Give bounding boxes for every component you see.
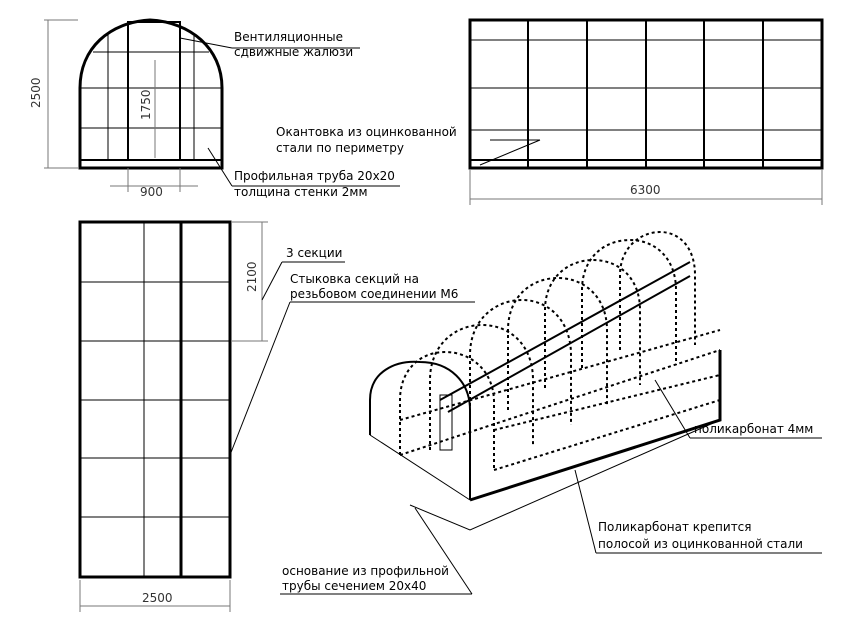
- fastening-label-line2: полосой из оцинкованной стали: [598, 537, 803, 551]
- edging-label-line2: стали по периметру: [276, 141, 404, 155]
- profile-pipe-label-line2: толщина стенки 2мм: [234, 185, 368, 199]
- polycarbonate-label: поликарбонат 4мм: [694, 422, 813, 436]
- side-length-dim: 6300: [630, 183, 661, 197]
- door-width-dim: 900: [140, 185, 163, 199]
- base-label-line2: трубы сечением 20х40: [282, 579, 426, 593]
- joining-label-line1: Стыковка секций на: [290, 272, 419, 286]
- base-label-line1: основание из профильной: [282, 564, 449, 578]
- vents-label-line2: сдвижные жалюзи: [234, 45, 353, 59]
- leader-lines: [179, 37, 822, 595]
- top-view: [78, 220, 268, 612]
- front-height-dim: 2500: [29, 77, 43, 108]
- fastening-label-line1: Поликарбонат крепится: [598, 520, 752, 534]
- edging-label-line1: Окантовка из оцинкованной: [276, 125, 457, 139]
- sections-label: 3 секции: [286, 246, 342, 260]
- vents-label-line1: Вентиляционные: [234, 30, 343, 44]
- front-view: [44, 18, 224, 192]
- side-view: [468, 18, 824, 205]
- isometric-view: [369, 230, 722, 531]
- door-height-dim: 1750: [139, 89, 153, 120]
- profile-pipe-label-line1: Профильная труба 20х20: [234, 169, 395, 183]
- joining-label-line2: резьбовом соединении М6: [290, 287, 458, 301]
- top-width-dim: 2500: [142, 591, 173, 605]
- section-length-dim: 2100: [245, 261, 259, 292]
